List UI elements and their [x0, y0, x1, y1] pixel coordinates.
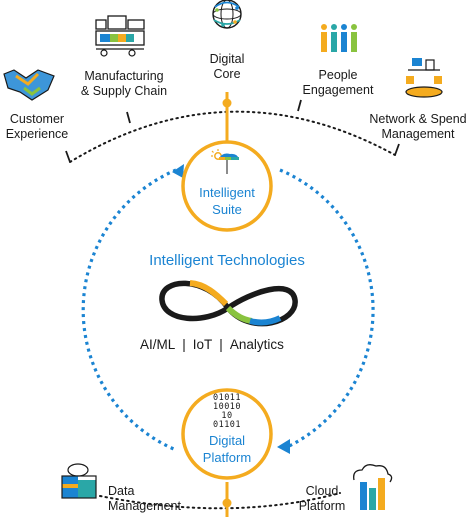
people-engagement-icon — [321, 24, 357, 52]
binary-code-icon: 01011 10010 10 01101 — [200, 394, 254, 430]
tech-ai-ml: AI/ML — [140, 337, 176, 352]
people-engagement-label: People Engagement — [302, 68, 374, 97]
tech-iot: IoT — [192, 337, 213, 352]
intelligent-suite-ring — [181, 140, 273, 232]
binary-line: 10010 — [212, 402, 242, 412]
cycle-left-arc — [81, 168, 177, 452]
digital-platform-ring — [181, 388, 273, 480]
intelligent-technologies-title: Intelligent Technologies — [149, 252, 305, 269]
core-connector-dot — [222, 98, 232, 108]
top-dotted-arc — [69, 110, 396, 163]
cloud-platform-label: Cloud Platform — [298, 484, 346, 513]
customer-experience-label: Customer Experience — [5, 112, 69, 141]
cloud-platform-icon — [353, 464, 393, 510]
cycle-arrow-right — [277, 439, 290, 454]
handshake-icon — [3, 69, 55, 101]
cycle-right-arc — [279, 168, 375, 450]
binary-line: 01101 — [212, 420, 242, 430]
infinity-loop-icon — [159, 280, 298, 327]
technologies-row: AI/ML | IoT | Analytics — [140, 337, 284, 352]
digital-core-label: Digital Core — [209, 52, 245, 81]
network-spend-management-label: Network & Spend Management — [369, 112, 467, 141]
manufacturing-supply-chain-label: Manufacturing & Supply Chain — [80, 69, 168, 98]
binary-line: 01011 — [212, 393, 242, 403]
tech-separator: | — [219, 337, 223, 352]
tech-separator: | — [182, 337, 186, 352]
data-management-icon — [61, 463, 97, 499]
tech-analytics: Analytics — [229, 337, 284, 352]
intelligent-suite-label: Intelligent Suite — [199, 185, 255, 217]
intelligent-suite-icon — [211, 149, 239, 174]
arc-tick-marks — [65, 99, 400, 163]
platform-connector-dot — [222, 498, 232, 508]
digital-core-globe-icon — [212, 0, 242, 29]
binary-line: 10 — [221, 411, 233, 421]
data-management-label: Data Management — [108, 484, 181, 513]
manufacturing-icon — [95, 15, 145, 57]
cycle-arrow-left — [172, 164, 184, 178]
digital-platform-label: Digital Platform — [202, 433, 252, 465]
network-spend-icon — [405, 58, 443, 98]
